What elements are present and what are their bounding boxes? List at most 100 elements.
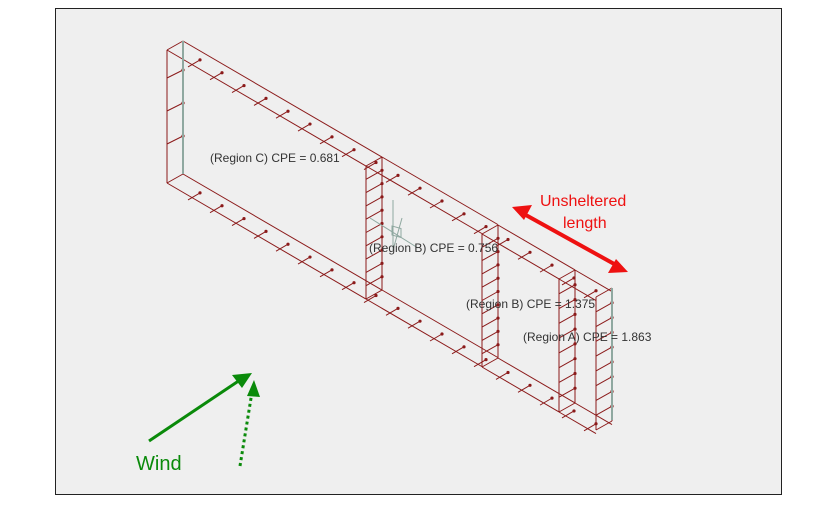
local-axes-glyph xyxy=(369,200,419,251)
pressure-tick xyxy=(481,330,499,341)
pressure-tick xyxy=(385,307,399,316)
pressure-tick xyxy=(583,423,597,432)
pressure-arrow-tip xyxy=(462,345,466,349)
wire-edge xyxy=(182,40,383,158)
region-b-label-1: (Region B) CPE = 0.756 xyxy=(369,241,498,255)
pressure-arrow-tip xyxy=(286,242,290,246)
pressure-tick xyxy=(561,410,575,419)
pressure-tick xyxy=(558,343,576,354)
pressure-arrow-tip xyxy=(440,332,444,336)
pressure-arrow-tip xyxy=(198,58,202,62)
pressure-tick xyxy=(187,192,201,201)
pressure-tick xyxy=(275,110,289,119)
pressure-tick xyxy=(407,187,421,196)
pressure-tick xyxy=(595,405,613,416)
pressure-arrow-tip xyxy=(380,261,384,265)
pressure-tick xyxy=(365,183,383,194)
pressure-tick xyxy=(595,346,613,357)
pressure-tick xyxy=(481,304,499,315)
wire-edge xyxy=(558,411,597,435)
pressure-arrow-tip xyxy=(496,236,500,240)
pressure-arrow-tip xyxy=(594,289,598,293)
pressure-arrow-tip xyxy=(380,168,384,172)
pressure-arrow-tip xyxy=(264,96,268,100)
pressure-tick xyxy=(481,251,499,262)
pressure-arrow-tip xyxy=(380,208,384,212)
pressure-tick xyxy=(429,333,443,342)
pressure-tick xyxy=(166,102,184,112)
pressure-arrow-tip xyxy=(380,248,384,252)
pressure-tick xyxy=(595,361,613,372)
pressure-tick xyxy=(365,196,383,207)
wire-edge xyxy=(595,287,613,298)
pressure-arrow-tip xyxy=(380,235,384,239)
pressure-arrow-tip xyxy=(418,186,422,190)
pressure-tick xyxy=(297,256,311,265)
pressure-arrow-tip xyxy=(286,109,290,113)
pressure-arrow-tip xyxy=(380,275,384,279)
pressure-tick xyxy=(187,59,201,68)
pressure-tick xyxy=(583,290,597,299)
pressure-arrow-tip xyxy=(352,281,356,285)
wind-arrow-solid xyxy=(148,373,252,443)
pressure-arrow-tip xyxy=(374,293,378,298)
unsheltered-label-line1: Unsheltered xyxy=(540,193,626,210)
pressure-tick xyxy=(481,237,499,248)
wire-edge xyxy=(166,173,184,184)
region-c-label: (Region C) CPE = 0.681 xyxy=(210,151,340,165)
pressure-tick xyxy=(319,269,333,278)
pressure-tick xyxy=(558,387,576,398)
wire-edge xyxy=(558,402,576,413)
pressure-tick xyxy=(275,243,289,252)
pressure-tick xyxy=(166,135,184,145)
wire-edge xyxy=(166,40,184,51)
pressure-arrow-tip xyxy=(550,396,554,400)
pressure-arrow-tip xyxy=(573,327,577,331)
pressure-tick xyxy=(517,384,531,393)
pressure-arrow-tip xyxy=(496,250,500,254)
pressure-tick xyxy=(363,162,377,170)
pressure-arrow-tip xyxy=(220,71,224,75)
pressure-arrow-tip xyxy=(264,229,268,233)
pressure-arrow-tip xyxy=(496,329,500,333)
pressure-arrow-tip xyxy=(220,204,224,208)
pressure-tick xyxy=(319,136,333,145)
pressure-arrow-tip xyxy=(506,237,510,242)
pressure-tick xyxy=(231,218,245,226)
pressure-tick xyxy=(365,262,383,273)
pressure-arrow-tip xyxy=(573,357,577,361)
pressure-tick xyxy=(481,317,499,328)
pressure-tick xyxy=(209,205,223,214)
pressure-arrow-tip xyxy=(573,386,577,390)
pressure-arrow-tip xyxy=(242,216,246,221)
wire-edge xyxy=(574,269,613,293)
pressure-arrow-tip xyxy=(573,283,577,287)
pressure-arrow-tip xyxy=(573,342,577,346)
pressure-tick xyxy=(558,328,576,339)
pressure-tick xyxy=(539,264,553,273)
pressure-tick xyxy=(253,230,267,239)
pressure-tick xyxy=(341,149,355,158)
pressure-tick xyxy=(481,344,499,355)
arrowhead-right xyxy=(608,259,628,273)
wire-edge xyxy=(182,173,383,291)
region-a-label: (Region A) CPE = 1.863 xyxy=(523,330,652,344)
wire-edge xyxy=(481,224,499,235)
pressure-tick xyxy=(385,174,399,183)
pressure-arrow-tip xyxy=(496,263,500,267)
pressure-arrow-tip xyxy=(418,319,422,323)
pressure-tick xyxy=(341,282,355,291)
wire-edge xyxy=(595,420,613,431)
pressure-arrow-tip xyxy=(484,358,488,362)
pressure-arrow-tip xyxy=(352,148,356,152)
pressure-tick xyxy=(517,251,531,260)
region-b-label-2: (Region B) CPE = 1.375 xyxy=(466,297,595,311)
pressure-tick xyxy=(595,331,613,342)
pressure-arrow-tip xyxy=(396,173,400,177)
pressure-tick xyxy=(561,277,575,286)
pressure-tick xyxy=(365,276,383,287)
pressure-tick xyxy=(481,291,499,301)
pressure-arrow-tip xyxy=(496,343,500,347)
wall-wireframe xyxy=(166,40,613,435)
pressure-tick xyxy=(365,249,383,260)
